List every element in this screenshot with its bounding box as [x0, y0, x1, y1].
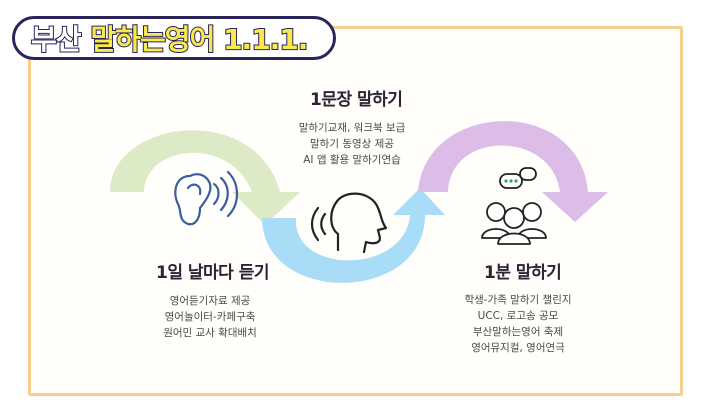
step-2-heading: 1문장 말하기	[310, 90, 403, 110]
step-3-line: 학생-가족 말하기 챌린지	[464, 294, 572, 306]
step-3-line: 영어뮤지컬, 영어연극	[471, 342, 565, 354]
step-1-line: 영어듣기자료 제공	[169, 295, 251, 307]
step-1-heading: 1일 날마다 듣기	[156, 263, 270, 283]
step-2-line: 말하기 동영상 제공	[310, 138, 394, 150]
ear-icon	[174, 170, 239, 226]
green-arrow	[110, 130, 300, 225]
step-3-description: 학생-가족 말하기 챌린지 UCC, 로고송 공모 부산말하는영어 축제 영어뮤…	[448, 292, 588, 356]
title-speaking-english: 말하는영어 1.1.1.	[90, 22, 310, 57]
group-chat-icon	[481, 167, 547, 245]
step-1-line: 영어놀이터-카페구축	[164, 311, 256, 323]
speaking-head-icon	[310, 192, 388, 254]
blue-arrow	[262, 188, 445, 283]
step-2-line: 말하기교재, 워크북 보급	[298, 122, 406, 134]
step-3-heading: 1분 말하기	[484, 263, 562, 283]
step-1-line: 원어민 교사 확대배치	[163, 327, 257, 339]
step-2-line: AI 앱 활용 말하기연습	[303, 154, 401, 166]
step-1-description: 영어듣기자료 제공 영어놀이터-카페구축 원어민 교사 확대배치	[140, 293, 280, 341]
step-2-description: 말하기교재, 워크북 보급 말하기 동영상 제공 AI 앱 활용 말하기연습	[282, 120, 422, 168]
purple-arrow	[418, 121, 608, 222]
step-3-line: UCC, 로고송 공모	[477, 310, 559, 322]
title-busan: 부산	[30, 22, 83, 57]
step-3-line: 부산말하는영어 축제	[472, 326, 564, 338]
page-title: 부산 말하는영어 1.1.1.	[12, 16, 337, 60]
